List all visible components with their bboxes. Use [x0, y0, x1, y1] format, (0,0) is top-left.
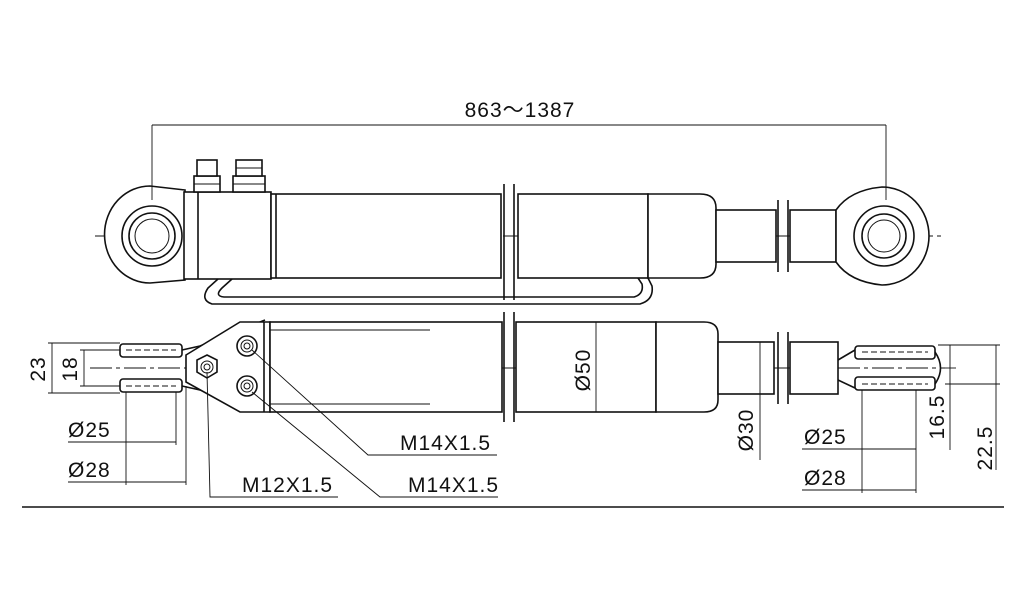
left-diameter-dims: Ø25 Ø28 [68, 386, 187, 485]
bottom-view: 23 18 Ø25 Ø28 M12X1.5 M14X1.5 M14X1.5 Ø5… [27, 312, 1000, 498]
right-eye-bottom [854, 345, 942, 391]
eye-inner-height-label: 18 [59, 356, 82, 381]
left-eye-top [103, 185, 186, 284]
barrel-top [270, 184, 717, 300]
pipe-top [204, 277, 654, 305]
left-outer-label: Ø28 [68, 459, 111, 482]
overall-dimension: 863～1387 [151, 99, 887, 200]
m14-lower-thread-label: M14X1.5 [408, 474, 499, 497]
barrel-diameter-label: Ø50 [572, 349, 595, 392]
left-eye-height-dims: 23 18 [27, 342, 120, 394]
left-bore-label: Ø25 [68, 419, 111, 442]
top-view: 863～1387 [95, 99, 945, 305]
right-diameter-dims: Ø25 Ø28 [802, 390, 917, 493]
rod-diameter-dim: Ø30 [735, 342, 761, 460]
overall-length-label: 863～1387 [465, 99, 576, 122]
rod-diameter-label: Ø30 [735, 409, 758, 452]
eye-outer-height-label: 23 [27, 356, 50, 381]
rod-top [715, 200, 837, 272]
right-eye-outer-label: 22.5 [974, 426, 997, 471]
port-block-top [183, 159, 272, 280]
port-block-bottom [185, 321, 271, 413]
thread-leaders: M12X1.5 M14X1.5 M14X1.5 [206, 349, 499, 498]
m14-upper-thread-label: M14X1.5 [400, 432, 491, 455]
right-outer-label: Ø28 [804, 467, 847, 490]
barrel-bottom [269, 312, 719, 422]
right-eye-inner-label: 16.5 [926, 395, 949, 440]
m12-thread-label: M12X1.5 [242, 474, 333, 497]
barrel-diameter-dim: Ø50 [572, 322, 597, 412]
right-eye-dims: 16.5 22.5 [926, 344, 1000, 471]
rod-bottom [717, 332, 856, 404]
right-bore-label: Ø25 [804, 426, 847, 449]
right-eye-top [835, 186, 930, 286]
